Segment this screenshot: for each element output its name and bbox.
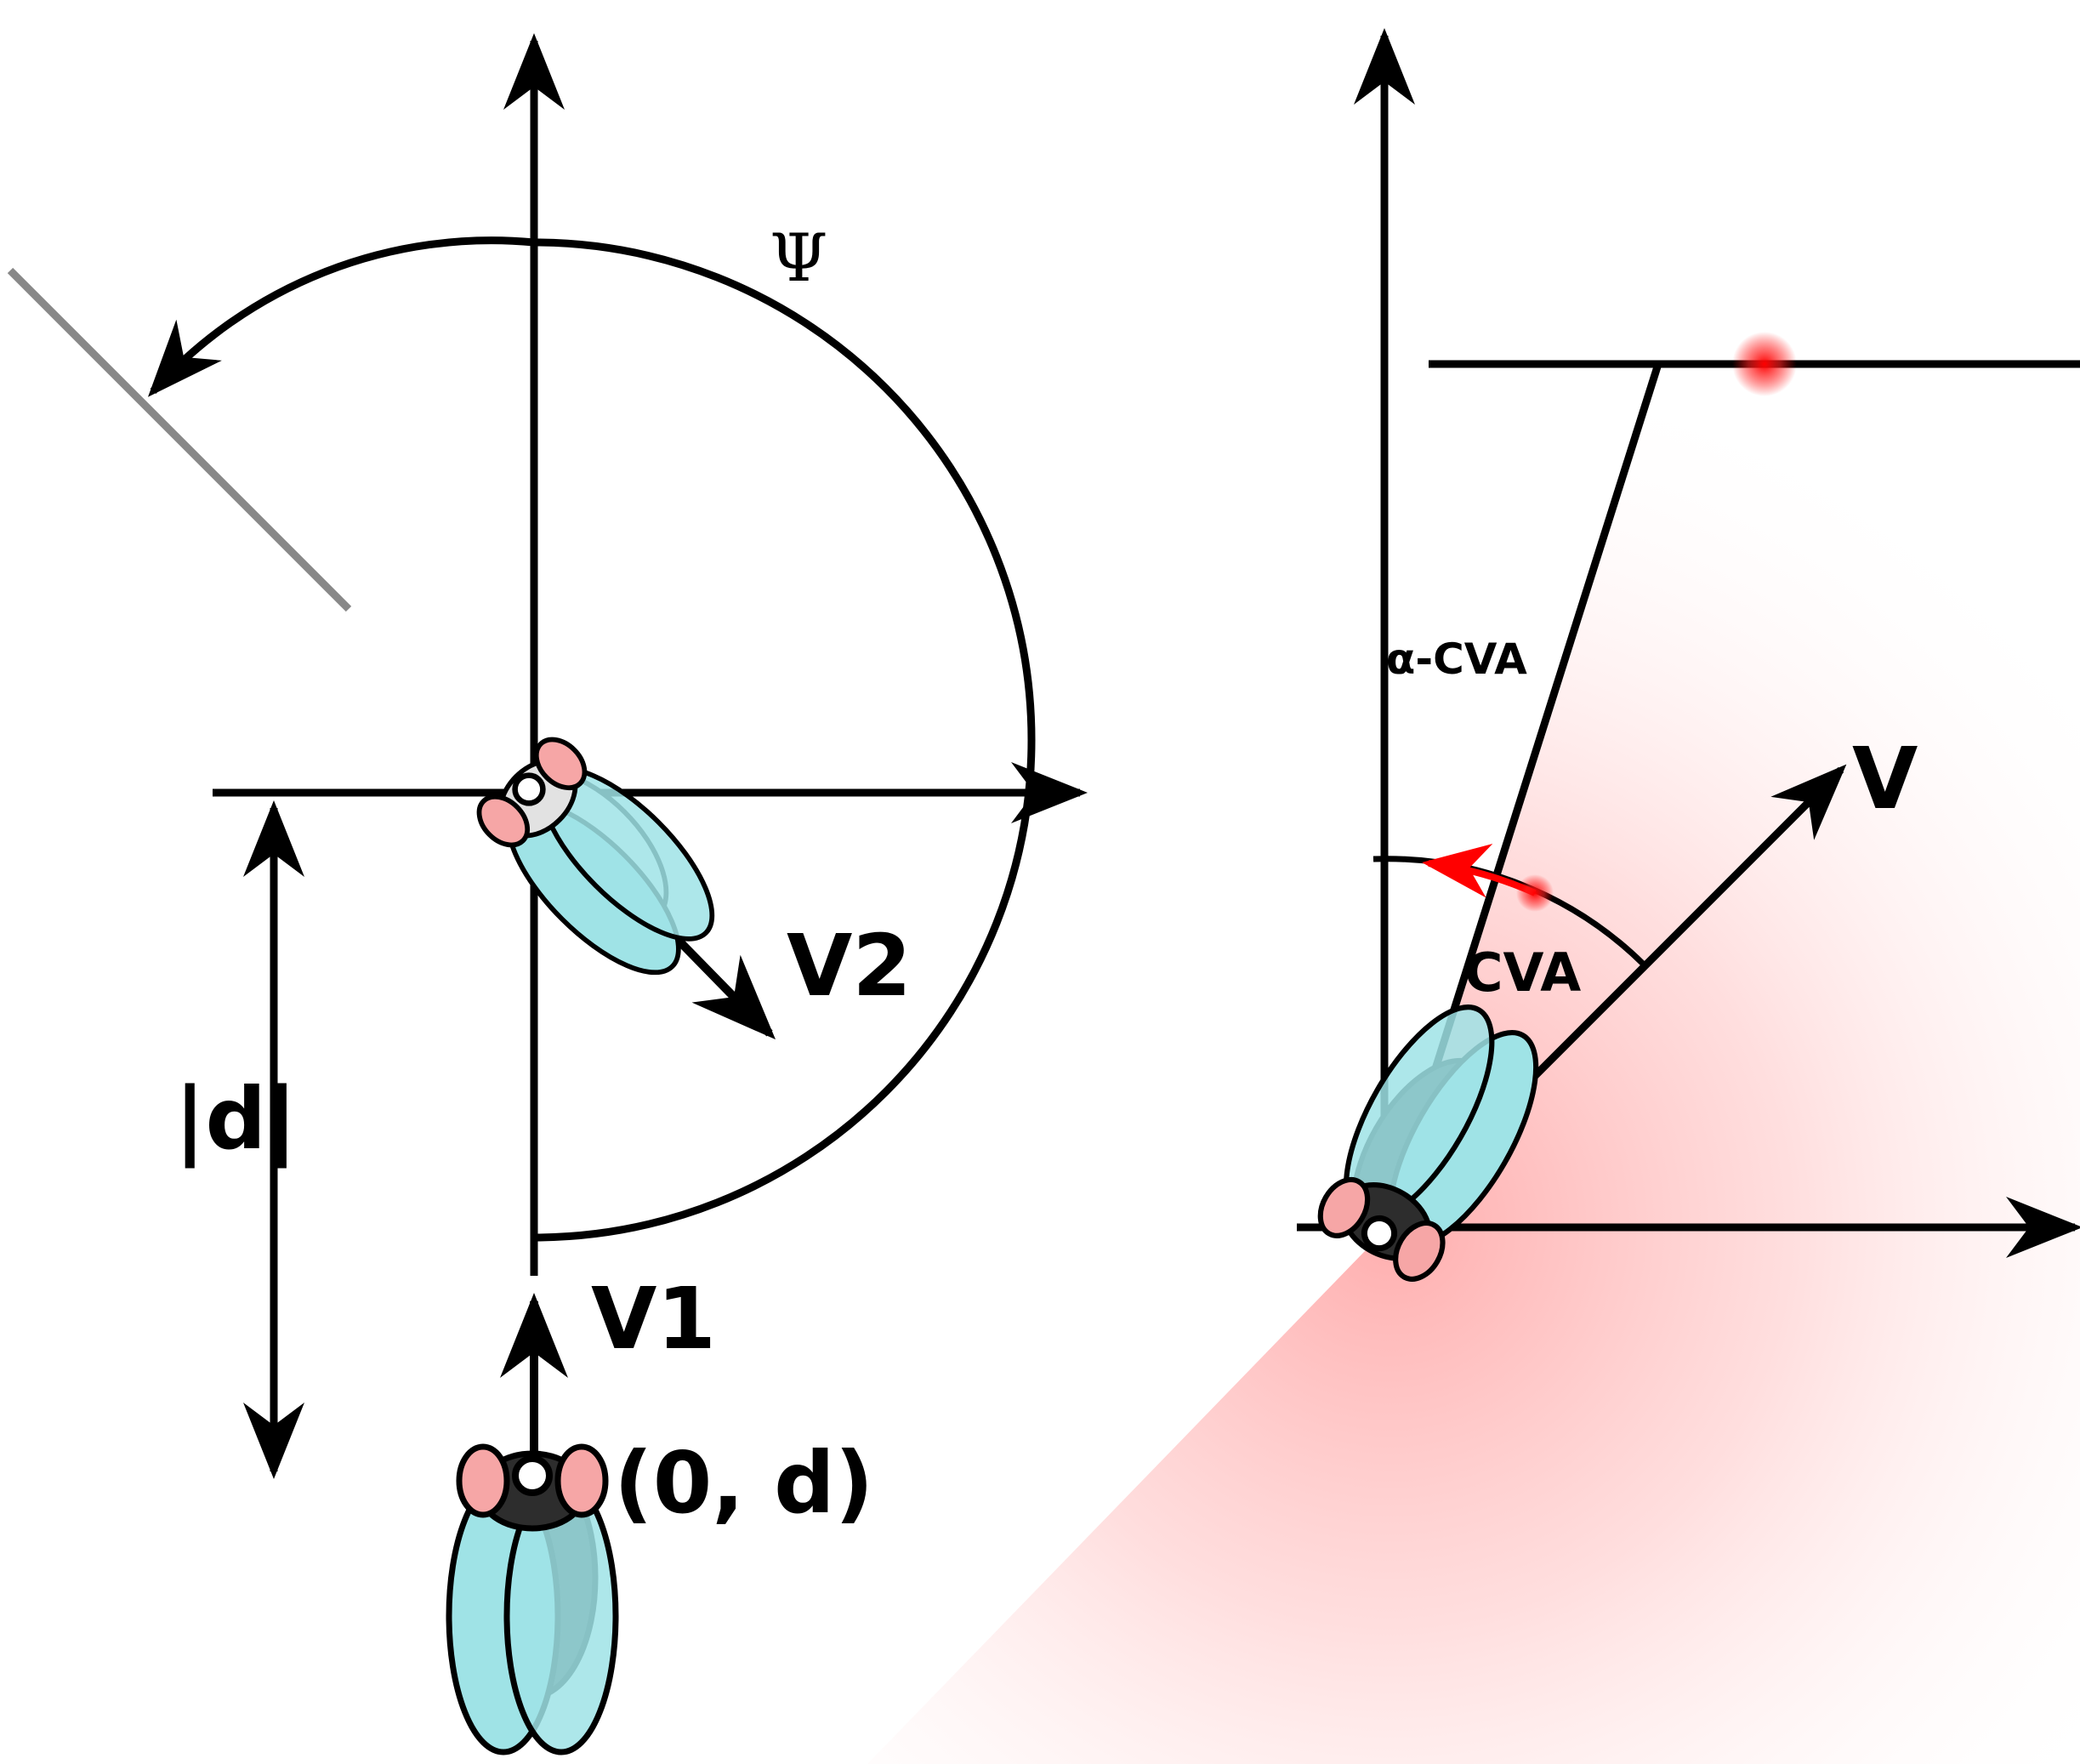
- psi-arc: [147, 236, 1036, 1242]
- left-panel: Ψ V2 V1 |d| (0, d): [7, 33, 1088, 1752]
- v-label: V: [1852, 729, 1918, 828]
- v1-label: V1: [591, 1269, 716, 1369]
- alpha-cva-label: α-CVA: [1386, 634, 1527, 684]
- start-position-label: (0, d): [614, 1433, 873, 1533]
- psi-label: Ψ: [770, 220, 827, 297]
- tether-line: [7, 267, 352, 612]
- cva-label: CVA: [1464, 942, 1581, 1004]
- fly-start-icon: [449, 1447, 616, 1752]
- right-panel: α-CVA CVA V: [867, 28, 2080, 1764]
- red-arc-glow: [1516, 874, 1554, 912]
- target-dot: [1732, 332, 1797, 396]
- v2-label: V2: [787, 916, 912, 1016]
- distance-label: |d|: [174, 1069, 298, 1169]
